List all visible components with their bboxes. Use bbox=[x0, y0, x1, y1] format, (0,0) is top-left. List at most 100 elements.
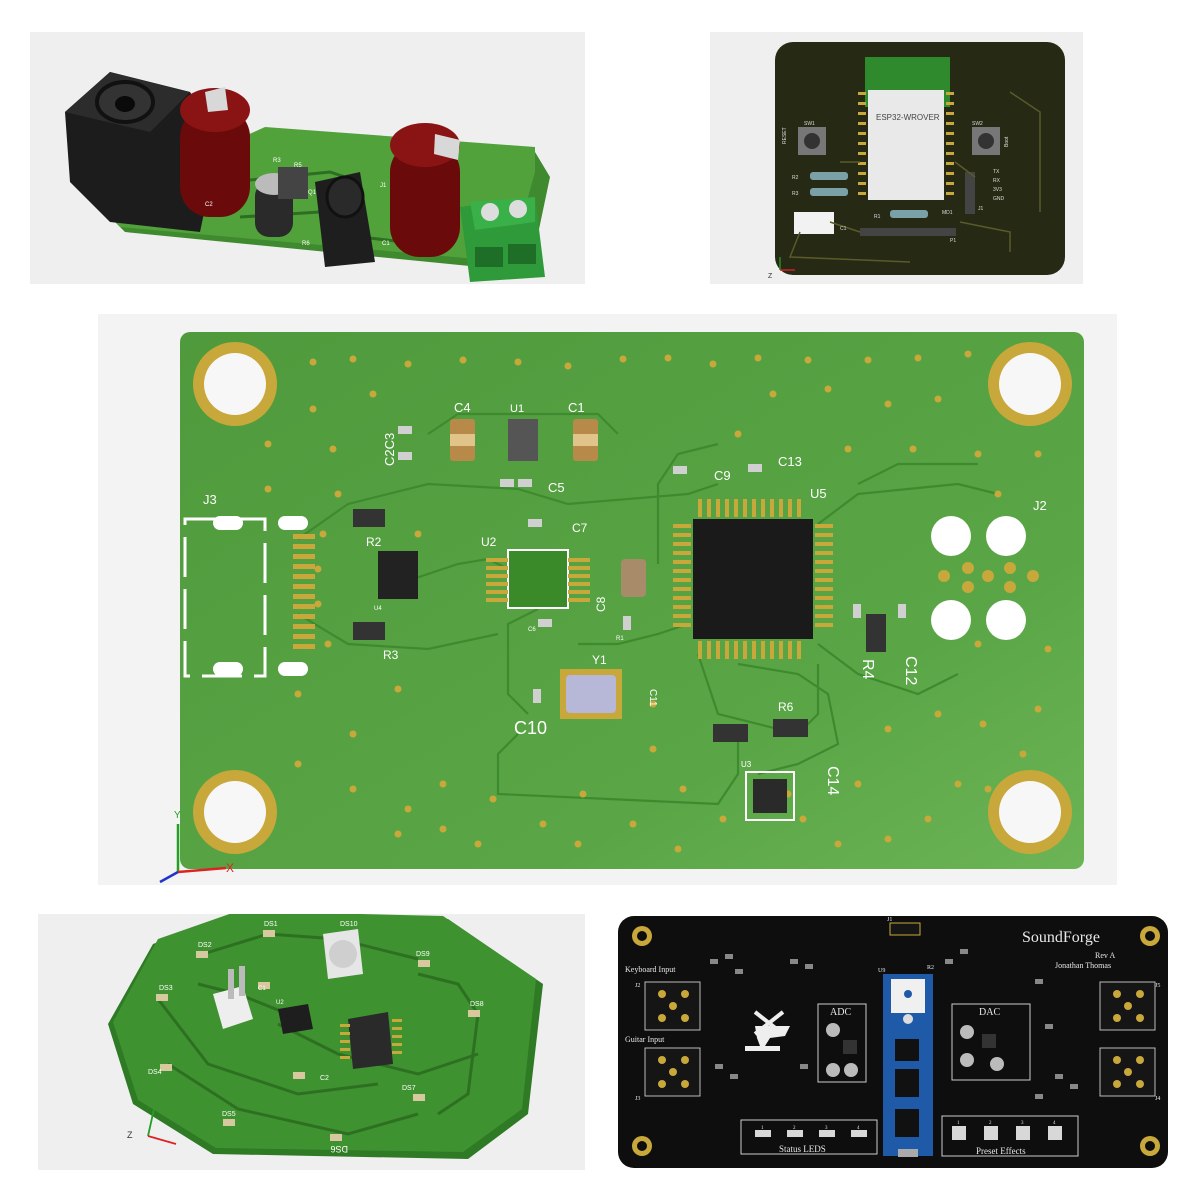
capacitor-c2-stripe bbox=[205, 87, 228, 112]
dac-label: DAC bbox=[979, 1007, 1000, 1018]
silk-p1: P1 bbox=[950, 238, 956, 244]
capacitor-c8 bbox=[621, 559, 646, 597]
silk-c1: C1 bbox=[568, 400, 585, 415]
axis-x bbox=[147, 1135, 177, 1145]
button-number: 3 bbox=[1021, 1121, 1024, 1126]
silk-r2: R2 bbox=[927, 965, 934, 971]
connector-j3-pins bbox=[293, 534, 315, 649]
ic-u5-pins bbox=[673, 499, 833, 659]
module-label: ESP32-WROVER bbox=[876, 113, 940, 122]
silk-j1: J1 bbox=[887, 917, 892, 923]
silk-ds1: DS1 bbox=[264, 921, 278, 928]
mcu-button bbox=[904, 990, 912, 998]
connector bbox=[794, 212, 834, 234]
leds bbox=[156, 930, 480, 1141]
module-pads bbox=[858, 92, 954, 195]
silk-label: J1 bbox=[380, 183, 387, 189]
mounting-holes bbox=[193, 342, 1072, 854]
silk-j5: J5 bbox=[1155, 983, 1160, 989]
silk-r3: R3 bbox=[383, 648, 399, 662]
button-cap bbox=[804, 133, 820, 149]
smd-components bbox=[710, 949, 1078, 1099]
silk-c9: C9 bbox=[714, 468, 731, 483]
pin-header-p1 bbox=[860, 228, 956, 236]
silk-label: R5 bbox=[294, 163, 302, 169]
ic-u2 bbox=[507, 549, 569, 609]
capacitor-c1 bbox=[390, 142, 460, 257]
adc-chip bbox=[843, 1040, 857, 1054]
ic-u3-outline bbox=[745, 771, 795, 821]
silk-c1: C1 bbox=[258, 986, 266, 992]
silk-md1: MD1 bbox=[942, 210, 953, 216]
pcb-render-esp32-board: ESP32-WROVER RESET SW1 SW2 Boot R2 R3 R1… bbox=[710, 32, 1083, 284]
dac-outline bbox=[951, 1003, 1031, 1081]
silk-label: R6 bbox=[302, 241, 310, 247]
silk-rx: RX bbox=[993, 178, 1001, 184]
silk-j2: J2 bbox=[635, 983, 640, 989]
status-leds bbox=[755, 1130, 867, 1137]
preset-effects-label: Preset Effects bbox=[976, 1146, 1026, 1156]
silk-c12: C12 bbox=[902, 656, 919, 685]
led-number: 4 bbox=[857, 1126, 860, 1131]
ic-u2 bbox=[278, 1004, 313, 1034]
silk-c2: C2 bbox=[320, 1075, 329, 1082]
mcu-chip bbox=[895, 1039, 919, 1061]
silk-r2: R2 bbox=[366, 535, 382, 549]
adc-cap bbox=[826, 1023, 840, 1037]
rotary-knob bbox=[329, 940, 357, 968]
silk-label: C2 bbox=[205, 202, 213, 208]
silk-j4: J4 bbox=[1155, 1096, 1160, 1102]
silk-u9: U9 bbox=[878, 968, 885, 974]
traces bbox=[788, 91, 1041, 263]
silk-sw1: SW1 bbox=[804, 121, 815, 127]
terminal-screw bbox=[481, 203, 499, 221]
silk-c4: C4 bbox=[454, 400, 471, 415]
silk-ds9: DS9 bbox=[416, 951, 430, 958]
terminal-slot bbox=[475, 247, 503, 267]
axis-z bbox=[159, 870, 179, 884]
silk-u2: U2 bbox=[481, 535, 497, 549]
resistor-r1 bbox=[890, 210, 928, 218]
adc-cap bbox=[844, 1063, 858, 1077]
silk-c8: C8 bbox=[594, 596, 608, 612]
resistor-r2 bbox=[810, 172, 848, 180]
pcb-render-main-board: C4 U1 C1 C2C3 C5 C9 C13 U5 J3 R2 U2 C7 C… bbox=[98, 314, 1117, 885]
mcu-chip bbox=[895, 1069, 919, 1097]
led-board-svg: DS2 DS1 DS10 DS9 DS8 DS3 DS4 DS5 DS6 DS7… bbox=[108, 914, 543, 1159]
silk-label: Q1 bbox=[308, 190, 317, 196]
silk-ds2: DS2 bbox=[198, 942, 212, 949]
dac-chip bbox=[982, 1034, 996, 1048]
silk-ds6: DS6 bbox=[330, 1144, 348, 1154]
jack-pins bbox=[658, 990, 1144, 1088]
silk-c2c3: C2C3 bbox=[382, 433, 397, 466]
board bbox=[180, 332, 1084, 869]
dac-cap bbox=[960, 1053, 974, 1067]
connector-pin bbox=[228, 969, 234, 999]
silk-j2: J2 bbox=[1033, 498, 1047, 513]
silk-r1: R1 bbox=[874, 214, 881, 220]
connector-j2-pins bbox=[938, 562, 1039, 593]
dac-cap bbox=[990, 1057, 1004, 1071]
dac-cap bbox=[960, 1025, 974, 1039]
axis-x-label: X bbox=[226, 861, 234, 875]
silk-c7: C7 bbox=[572, 521, 588, 535]
led-number: 1 bbox=[761, 1126, 764, 1131]
connector-j3-slots bbox=[213, 516, 308, 676]
silk-y1: Y1 bbox=[592, 653, 607, 667]
silk-c14: C14 bbox=[824, 766, 841, 795]
pcb-render-power-board: C2 R3 Q1 R5 R6 J1 C1 bbox=[30, 32, 585, 284]
silk-ds10: DS10 bbox=[340, 921, 358, 928]
soundforge-board-svg: SoundForge Rev A Jonathan Thomas Keyboar… bbox=[618, 916, 1168, 1168]
silk-u3: U3 bbox=[741, 760, 752, 769]
silk-c11: C11 bbox=[647, 689, 658, 707]
silk-c13: C13 bbox=[778, 454, 802, 469]
connector-j2 bbox=[931, 516, 1026, 640]
ic-large bbox=[348, 1012, 393, 1069]
usb-port bbox=[898, 1149, 918, 1157]
silk-gnd: GND bbox=[993, 196, 1005, 202]
silk-r4: R4 bbox=[859, 659, 876, 680]
resistor-r4 bbox=[866, 614, 886, 652]
silk-u2: U2 bbox=[276, 1000, 284, 1006]
transistor bbox=[278, 167, 308, 199]
preset-effects-outline bbox=[941, 1115, 1079, 1157]
